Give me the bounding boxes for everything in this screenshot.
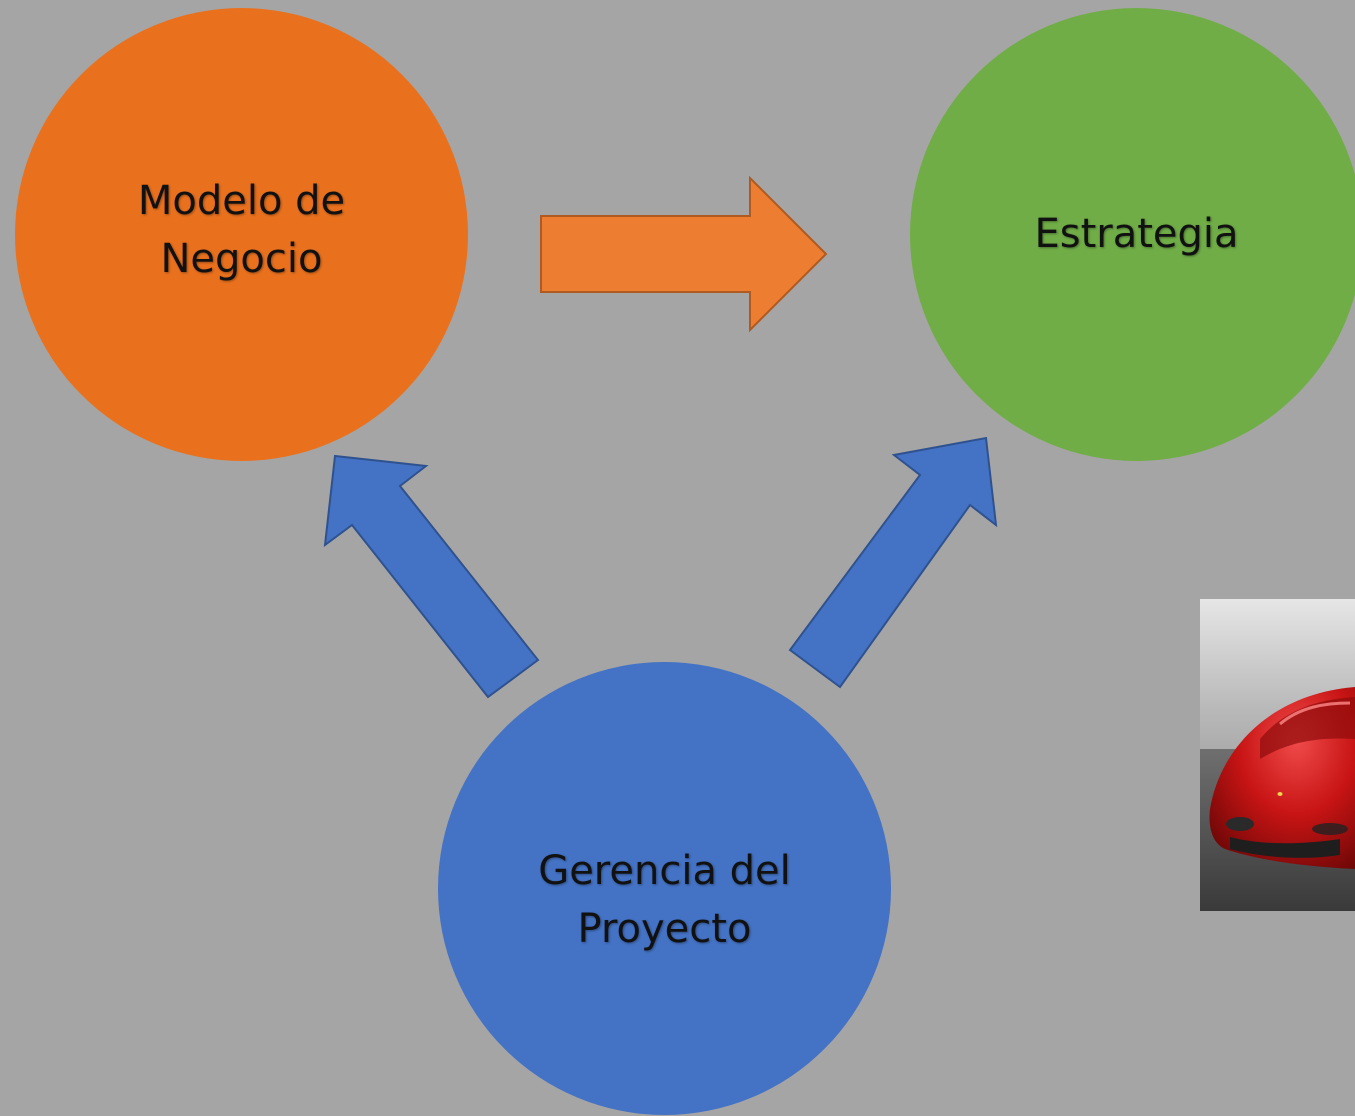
node-modelo-de-negocio: [15, 8, 468, 461]
node-estrategia: [910, 8, 1355, 461]
node-estrategia-label: Estrategia: [1034, 211, 1239, 257]
arrow-modelo-to-estrategia: [540, 175, 828, 333]
arrow-gerencia-to-estrategia: [788, 436, 998, 689]
car-photo: [1200, 599, 1355, 911]
node-gerencia-del-proyecto: [438, 662, 891, 1115]
arrow-gerencia-to-modelo: [323, 454, 540, 699]
